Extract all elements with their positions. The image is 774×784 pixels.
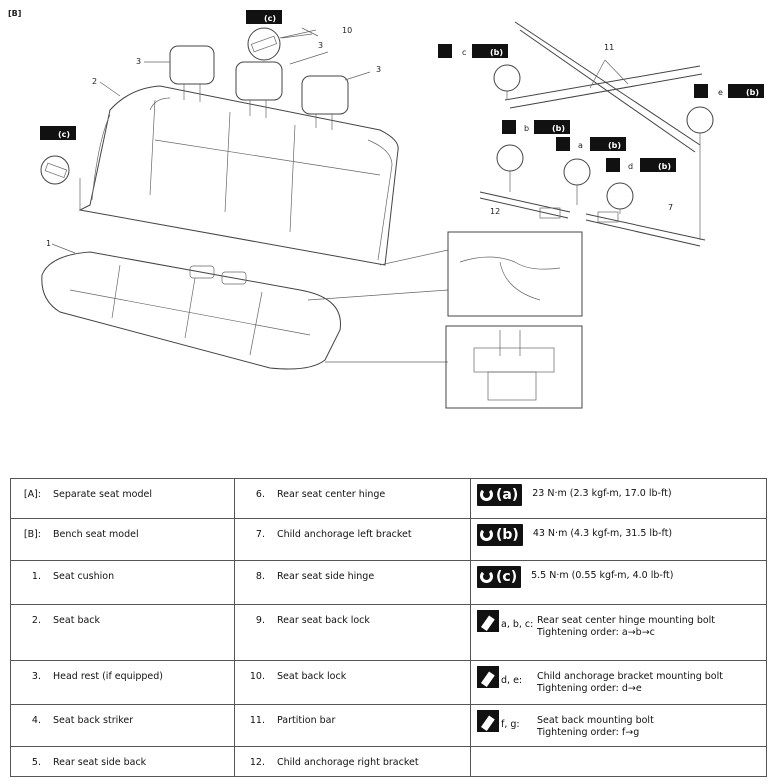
svg-text:(c): (c) — [58, 130, 70, 139]
item-number: 7. — [255, 529, 265, 540]
svg-text:(b): (b) — [658, 162, 671, 171]
svg-text:(c): (c) — [264, 14, 276, 23]
legend-row: 2. Seat back 9. Rear seat back lock a, b, … — [10, 604, 767, 661]
torque-wrench-icon: (a) — [477, 484, 523, 506]
order-letters: f, g: — [501, 719, 520, 730]
empty-cell — [470, 746, 767, 777]
tightening-order-icon — [477, 666, 499, 688]
legend-row: 5. Rear seat side back 12. Child anchorage… — [10, 746, 767, 777]
order-badge-b: b (b) — [502, 120, 570, 134]
item-label: Rear seat side hinge — [277, 571, 375, 582]
tightening-order: Tightening order: d→e — [537, 683, 642, 694]
item-number: 9. — [255, 615, 265, 626]
item-label: Child anchorage right bracket — [277, 757, 419, 768]
order-badge-c: c (b) — [438, 44, 508, 58]
item-label: Head rest (if equipped) — [53, 671, 163, 682]
item-number: 1. — [31, 571, 41, 582]
callout-3c: 3 — [376, 65, 381, 74]
legend-row: 4. Seat back striker 11. Partition bar f, … — [10, 704, 767, 747]
item-number: 11. — [249, 715, 265, 726]
callout-1: 1 — [46, 239, 51, 248]
item-label: Rear seat back lock — [277, 615, 370, 626]
item-label: Seat back striker — [53, 715, 134, 726]
item-label: Child anchorage left bracket — [277, 529, 412, 540]
item-number: [A]: — [23, 489, 41, 500]
item-label: Seat cushion — [53, 571, 115, 582]
detail-inset-lock — [445, 325, 583, 409]
callout-3b: 3 — [318, 41, 323, 50]
item-label: Seat back lock — [277, 671, 347, 682]
exploded-seat-diagram: [B] 1 2 3 3 3 10 11 12 7 (c) — [8, 9, 764, 409]
order-letters: d, e: — [501, 675, 523, 686]
svg-text:(b): (b) — [552, 124, 565, 133]
svg-text:c: c — [462, 48, 466, 57]
item-label: Rear seat center hinge — [277, 489, 386, 500]
bolt-name: Child anchorage bracket mounting bolt — [537, 671, 723, 682]
item-number: 8. — [255, 571, 265, 582]
item-label: Rear seat side back — [53, 757, 147, 768]
bolt-callouts-right — [493, 64, 714, 240]
torque-value: 23 N·m (2.3 kgf-m, 17.0 lb-ft) — [532, 488, 672, 499]
child-anchorage-brackets — [479, 191, 706, 247]
svg-text:(b): (b) — [746, 88, 759, 97]
svg-text:e: e — [718, 88, 723, 97]
callout-11: 11 — [604, 43, 614, 52]
torque-wrench-icon: (b) — [477, 524, 523, 546]
item-number: 10. — [249, 671, 265, 682]
tightening-order-icon — [477, 710, 499, 732]
partition-bar — [504, 21, 703, 153]
detail-inset-hook — [447, 231, 583, 317]
item-number: 2. — [31, 615, 41, 626]
legend-row: [B]: Bench seat model 7. Child anchorage l… — [10, 518, 767, 561]
callout-3a: 3 — [136, 57, 141, 66]
torque-wrench-icon: (c) — [477, 566, 522, 588]
tightening-order: Tightening order: a→b→c — [537, 627, 655, 638]
seat-back — [78, 85, 399, 266]
callout-2: 2 — [92, 77, 97, 86]
svg-text:b: b — [524, 124, 529, 133]
torque-value: 43 N·m (4.3 kgf-m, 31.5 lb-ft) — [532, 528, 673, 539]
callout-7: 7 — [668, 203, 673, 212]
order-letters: a, b, c: — [501, 619, 534, 630]
seat-cushion — [41, 251, 341, 370]
torque-value: 5.5 N·m (0.55 kgf-m, 4.0 lb-ft) — [531, 570, 674, 581]
item-number: 5. — [31, 757, 41, 768]
bolt-name: Seat back mounting bolt — [537, 715, 654, 726]
callout-12: 12 — [490, 207, 500, 216]
torque-badge-c-top: (c) — [246, 10, 319, 61]
item-label: Bench seat model — [53, 529, 139, 540]
item-number: 4. — [31, 715, 41, 726]
item-number: [B]: — [23, 529, 41, 540]
order-badge-e: e (b) — [694, 84, 764, 98]
item-number: 12. — [249, 757, 265, 768]
legend-row: [A]: Separate seat model 6. Rear seat cent… — [10, 478, 767, 519]
order-badge-d: d (b) — [606, 158, 676, 172]
legend-row: 1. Seat cushion 8. Rear seat side hinge (c… — [10, 560, 767, 605]
section-tag: [B] — [8, 9, 21, 18]
svg-text:(b): (b) — [608, 141, 621, 150]
head-rests — [169, 45, 349, 130]
order-badge-a: a (b) — [556, 137, 626, 151]
tightening-order: Tightening order: f→g — [537, 727, 640, 738]
item-label: Separate seat model — [53, 489, 152, 500]
callout-10: 10 — [342, 26, 352, 35]
svg-text:(b): (b) — [490, 48, 503, 57]
tightening-order-icon — [477, 610, 499, 632]
item-label: Seat back — [53, 615, 101, 626]
item-number: 3. — [31, 671, 41, 682]
leader-lines — [51, 33, 449, 363]
legend-table: [A]: Separate seat model 6. Rear seat cent… — [10, 478, 767, 777]
item-number: 6. — [255, 489, 265, 500]
svg-text:a: a — [578, 141, 583, 150]
bolt-name: Rear seat center hinge mounting bolt — [537, 615, 716, 626]
legend-row: 3. Head rest (if equipped) 10. Seat back l… — [10, 660, 767, 705]
torque-badge-c-left: (c) — [40, 126, 76, 185]
svg-text:d: d — [628, 162, 633, 171]
item-label: Partition bar — [277, 715, 336, 726]
